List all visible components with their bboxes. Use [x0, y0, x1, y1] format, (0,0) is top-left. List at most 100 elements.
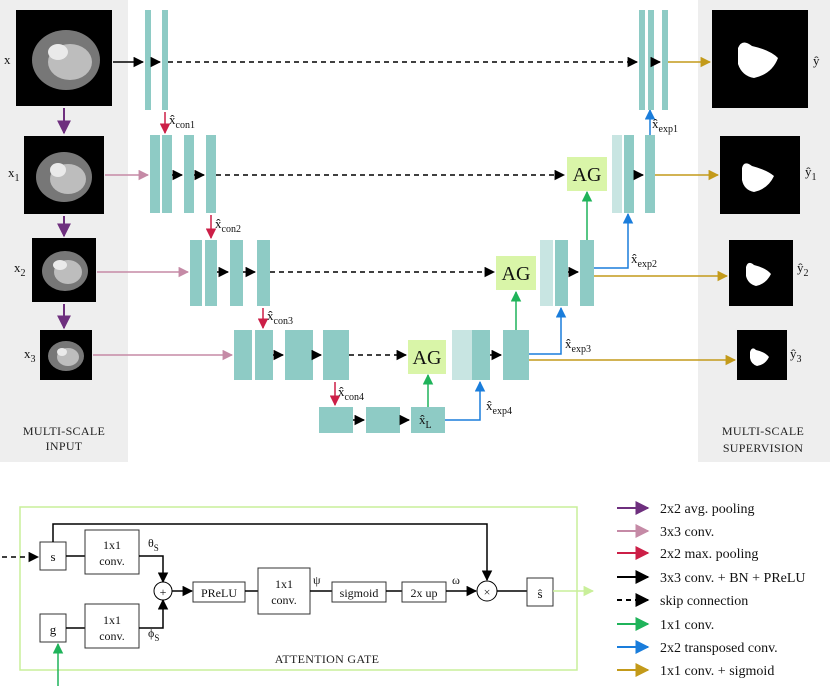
feature-block	[162, 135, 172, 213]
conv1x1-theta-label-2: conv.	[99, 554, 125, 568]
legend-label: 2x2 transposed conv.	[660, 641, 778, 656]
output-mask-0	[712, 10, 808, 108]
conv1x1-psi-label-1: 1x1	[275, 577, 293, 591]
output-label-2: ŷ2	[797, 260, 809, 279]
exp-label-1: x̂exp1	[652, 116, 678, 135]
upsample-arrow-2	[594, 212, 634, 269]
feature-block	[366, 407, 400, 433]
exp-label-2: x̂exp2	[631, 251, 657, 270]
s-hat-box	[526, 577, 554, 607]
output-mask-2	[729, 240, 793, 306]
feature-block	[205, 240, 217, 306]
legend-item: 2x2 max. pooling	[617, 546, 758, 562]
s-hat-label: ŝ	[537, 586, 542, 601]
conv1x1-phi-label-2: conv.	[99, 629, 125, 643]
upsample-arrow-4	[445, 380, 486, 421]
ag-label: AG	[413, 347, 442, 369]
legend-label: 2x2 max. pooling	[660, 547, 758, 562]
feature-block	[639, 10, 645, 110]
feature-block	[150, 135, 160, 213]
feature-block	[645, 135, 655, 213]
legend-item: 1x1 conv. + sigmoid	[617, 663, 774, 679]
con-label-3: x̂con3	[267, 308, 293, 327]
supervision-caption-line2: SUPERVISION	[723, 441, 803, 455]
output-mask-1	[720, 136, 800, 214]
legend-item: 1x1 conv.	[617, 617, 714, 633]
feature-block	[323, 330, 349, 380]
exp-label-4: x̂exp4	[486, 398, 512, 417]
feature-block	[624, 135, 634, 213]
supervision-caption-line1: MULTI-SCALE	[722, 424, 804, 438]
feature-block	[319, 407, 353, 433]
feature-block	[190, 240, 202, 306]
output-label-3: ŷ3	[790, 346, 802, 365]
input-label-2: x2	[14, 260, 26, 279]
psi-label: ψ	[313, 573, 321, 587]
legend-item: 2x2 transposed conv.	[617, 640, 778, 656]
g-box	[39, 613, 67, 643]
upsample-arrow-3	[529, 306, 567, 355]
g-label: g	[50, 622, 57, 637]
feature-block	[145, 10, 151, 110]
attention-gate-title: ATTENTION GATE	[275, 652, 380, 666]
legend-label: 2x2 avg. pooling	[660, 502, 755, 517]
input-label-0: x	[4, 52, 11, 67]
legend-item: 3x3 conv.	[617, 524, 714, 540]
s-bypass-line	[52, 523, 493, 582]
feature-block	[206, 135, 216, 213]
feature-block	[234, 330, 252, 380]
ag-label: AG	[502, 263, 531, 285]
conv1x1-phi-box	[84, 603, 140, 649]
input-caption-line1: MULTI-SCALE	[23, 424, 105, 438]
bottleneck-block	[411, 407, 445, 433]
prelu-box	[192, 581, 246, 603]
legend-label: 3x3 conv. + BN + PReLU	[660, 571, 806, 586]
ag-box	[567, 157, 607, 191]
feature-block	[648, 10, 654, 110]
feature-block	[255, 330, 273, 380]
phi-line	[139, 598, 169, 629]
feature-block	[580, 240, 594, 306]
omega-label: ω	[452, 573, 460, 587]
input-label-1: x1	[8, 165, 20, 184]
plus-symbol: +	[160, 585, 167, 599]
feature-block-attention	[612, 135, 622, 213]
legend-item: 3x3 conv. + BN + PReLU	[617, 570, 806, 586]
output-mask-3	[737, 330, 787, 380]
feature-block-attention	[452, 330, 472, 380]
conv1x1-theta-label-1: 1x1	[103, 538, 121, 552]
output-label-0: ŷ	[813, 53, 820, 68]
upsample-box	[401, 581, 447, 603]
con-label-1: x̂con1	[169, 112, 195, 131]
ag-box	[408, 340, 446, 374]
sigmoid-label: sigmoid	[340, 586, 379, 600]
feature-block	[184, 135, 194, 213]
legend: 2x2 avg. pooling 3x3 conv. 2x2 max. pool…	[617, 501, 806, 679]
conv1x1-phi-label-1: 1x1	[103, 613, 121, 627]
input-image-2	[32, 238, 96, 302]
legend-item: skip connection	[617, 593, 748, 609]
ag-box	[496, 256, 536, 290]
exp-label-3: x̂exp3	[565, 336, 591, 355]
input-image-1	[24, 136, 104, 214]
theta-line	[139, 555, 169, 584]
feature-block	[662, 10, 668, 110]
con-label-2: x̂con2	[215, 216, 241, 235]
input-caption-line2: INPUT	[46, 439, 83, 453]
input-image-0	[16, 10, 112, 106]
legend-label: 3x3 conv.	[660, 525, 714, 540]
legend-label: 1x1 conv.	[660, 618, 714, 633]
conv1x1-psi-label-2: conv.	[271, 593, 297, 607]
output-label-1: ŷ1	[805, 164, 817, 183]
times-symbol: ×	[484, 585, 491, 599]
legend-label: 1x1 conv. + sigmoid	[660, 664, 774, 679]
attention-gate-panel	[19, 506, 578, 671]
input-image-3	[40, 330, 92, 380]
sigmoid-box	[331, 581, 387, 603]
feature-block	[162, 10, 168, 110]
con-label-4: x̂con4	[338, 384, 364, 403]
upsample-label: 2x up	[411, 586, 438, 600]
conv1x1-theta-box	[84, 529, 140, 575]
feature-block	[285, 330, 313, 380]
